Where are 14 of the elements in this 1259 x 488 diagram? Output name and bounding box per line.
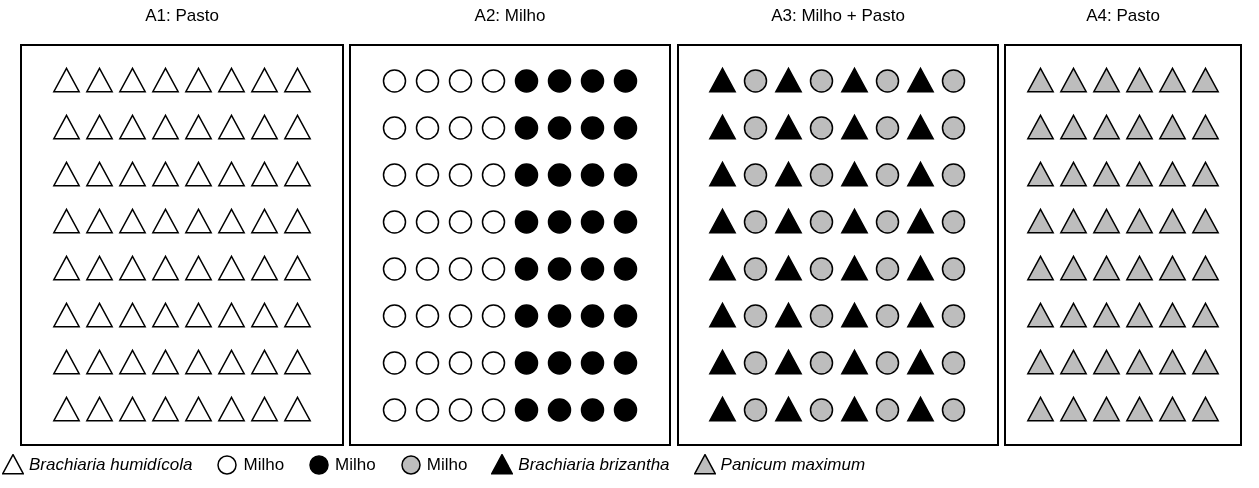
plot-frame [677,44,999,446]
legend-label: Milho [426,455,468,475]
plot-title: A4: Pasto [1086,6,1160,26]
plot-frame [1004,44,1242,446]
legend-label: Brachiaria humidícola [29,455,193,475]
legend-label: Panicum maximum [720,455,866,475]
plot-title: A2: Milho [474,6,546,26]
legend-label: Brachiaria brizantha [518,455,670,475]
plot-title: A3: Milho + Pasto [771,6,905,26]
plot-title: A1: Pasto [145,6,219,26]
legend-label: Milho [335,455,376,475]
plot-frame [349,44,671,446]
legend-label: Milho [243,455,285,475]
plot-frame [20,44,344,446]
